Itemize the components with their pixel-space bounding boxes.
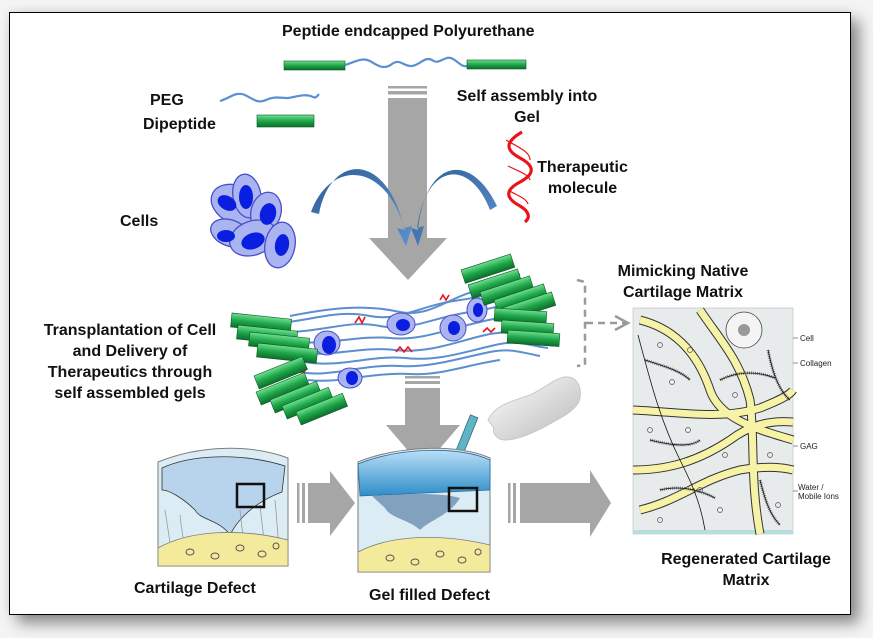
- mimicking-line-2: Cartilage Matrix: [622, 284, 744, 301]
- peg-icon: [219, 92, 320, 103]
- transplantation-line-4: self assembled gels: [54, 385, 206, 402]
- regenerated-cartilage-label: Regenerated Cartilage Matrix: [636, 549, 856, 591]
- transplantation-line-3: Therapeutics through: [47, 364, 213, 381]
- curved-arrow-left-icon: [311, 169, 412, 246]
- cells-cluster-icon: [210, 173, 296, 269]
- dipeptide-icon: [256, 114, 315, 128]
- mimicking-line-1: Mimicking Native: [617, 263, 749, 280]
- right-arrow-2-icon: [508, 470, 611, 537]
- dipeptide-label: Dipeptide: [143, 116, 216, 133]
- down-arrow-icon: [369, 86, 447, 280]
- peptide-endcapped-polyurethane-icon: [283, 56, 527, 71]
- matrix-label-gag: GAG: [800, 442, 818, 451]
- therapeutic-line-2: molecule: [547, 180, 618, 197]
- dashed-bracket-arrow-icon: [576, 278, 631, 368]
- matrix-label-water: Water / Mobile Ions: [798, 483, 839, 501]
- therapeutic-line-1: Therapeutic: [537, 159, 628, 176]
- matrix-label-cell: Cell: [800, 334, 814, 343]
- right-arrow-1-icon: [297, 471, 355, 536]
- transplantation-line-2: and Delivery of: [72, 343, 188, 360]
- down-arrow-2-icon: [386, 376, 460, 468]
- gel-filled-defect-label: Gel filled Defect: [369, 587, 490, 604]
- title-label: Peptide endcapped Polyurethane: [282, 23, 535, 40]
- self-assembly-line-2: Gel: [514, 109, 540, 126]
- peg-label: PEG: [150, 92, 184, 109]
- water-line-1: Water /: [798, 483, 824, 492]
- therapeutic-molecule-label: Therapeutic molecule: [525, 157, 640, 199]
- self-assembly-label: Self assembly into Gel: [437, 86, 617, 128]
- dna-helix-icon: [505, 130, 533, 224]
- water-line-2: Mobile Ions: [798, 492, 839, 501]
- self-assembled-gel-icon: [230, 253, 561, 426]
- matrix-label-collagen: Collagen: [800, 359, 832, 368]
- regenerated-line-1: Regenerated Cartilage: [661, 551, 831, 568]
- transplantation-line-1: Transplantation of Cell: [43, 322, 217, 339]
- cartilage-defect-image: [157, 447, 289, 567]
- regenerated-line-2: Matrix: [722, 572, 770, 589]
- curved-arrow-right-icon: [411, 169, 497, 246]
- self-assembly-line-1: Self assembly into: [456, 88, 598, 105]
- cartilage-matrix-image: [632, 307, 798, 535]
- mimicking-label: Mimicking Native Cartilage Matrix: [603, 261, 763, 303]
- gel-filled-defect-image: [357, 447, 491, 573]
- cartilage-defect-label: Cartilage Defect: [134, 580, 256, 597]
- transplantation-label: Transplantation of Cell and Delivery of …: [24, 320, 236, 404]
- cells-label: Cells: [120, 213, 159, 230]
